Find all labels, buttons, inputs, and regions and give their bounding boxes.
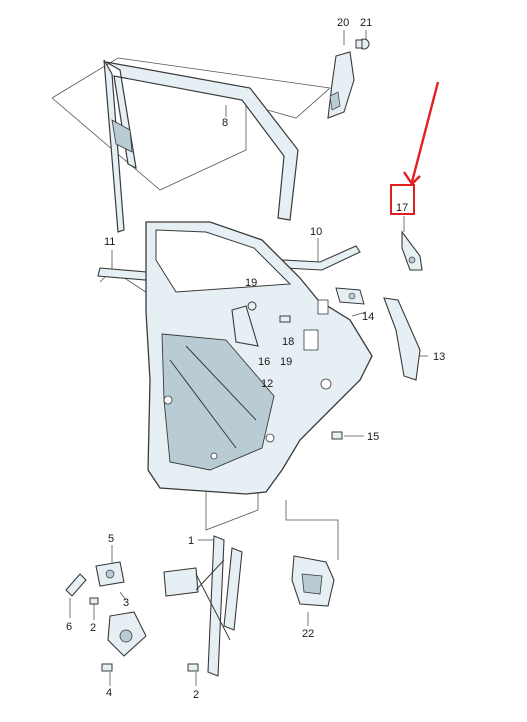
callout-2-left: 2 bbox=[90, 622, 97, 634]
handle-bracket-14 bbox=[335, 287, 365, 305]
callout-8: 8 bbox=[222, 117, 229, 129]
triangle-trim-16 bbox=[231, 305, 259, 347]
callout-21: 21 bbox=[360, 17, 373, 29]
callout-2-bottom: 2 bbox=[193, 689, 200, 701]
clip-21 bbox=[355, 38, 370, 50]
callout-15: 15 bbox=[367, 431, 380, 443]
callout-5: 5 bbox=[108, 533, 115, 545]
motor-3 bbox=[107, 611, 147, 657]
mirror-cover-17 bbox=[401, 230, 423, 271]
callout-3: 3 bbox=[123, 597, 130, 609]
cover-plate-22 bbox=[291, 555, 335, 607]
screws bbox=[247, 301, 343, 440]
lock-13 bbox=[383, 297, 421, 381]
callout-6: 6 bbox=[66, 621, 73, 633]
door-shell bbox=[145, 221, 373, 495]
highlight-arrow bbox=[403, 81, 440, 186]
callout-17-highlight-box bbox=[390, 184, 415, 215]
callout-19-bottom: 19 bbox=[280, 356, 293, 368]
callout-16: 16 bbox=[258, 356, 271, 368]
control-unit-5 bbox=[95, 561, 125, 587]
callout-17: 17 bbox=[396, 202, 409, 214]
callout-12: 12 bbox=[261, 378, 274, 390]
callout-13: 13 bbox=[433, 351, 446, 363]
callout-4: 4 bbox=[106, 687, 113, 699]
small-screws bbox=[89, 597, 199, 672]
trim-piece-20 bbox=[327, 51, 355, 119]
callout-11: 11 bbox=[104, 236, 116, 248]
callout-19-top: 19 bbox=[245, 277, 258, 289]
callout-10: 10 bbox=[310, 226, 323, 238]
window-frame-8 bbox=[103, 59, 299, 233]
callout-14: 14 bbox=[362, 311, 375, 323]
callout-1: 1 bbox=[188, 535, 195, 547]
connector-6 bbox=[65, 573, 87, 597]
callout-18: 18 bbox=[282, 336, 295, 348]
window-regulator-1 bbox=[163, 535, 243, 677]
callout-22: 22 bbox=[302, 628, 315, 640]
callout-20: 20 bbox=[337, 17, 350, 29]
